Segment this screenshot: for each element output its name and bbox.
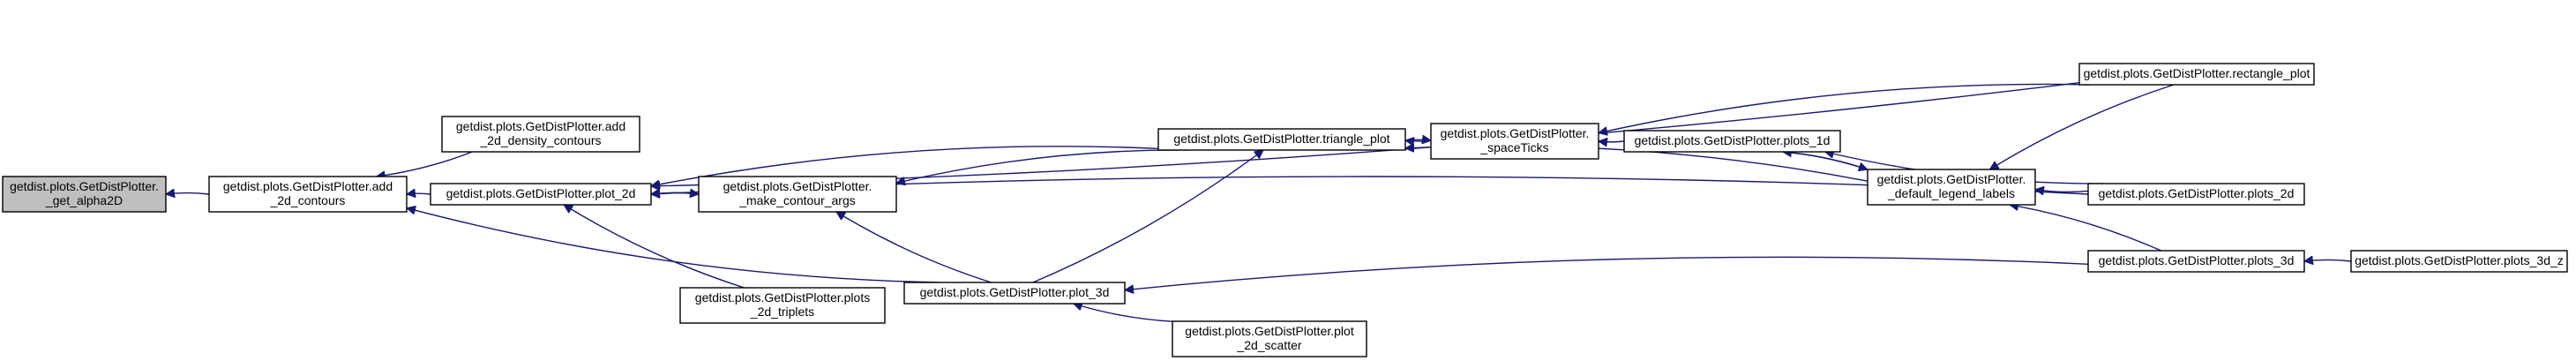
call-edge — [1404, 139, 1431, 140]
function-node[interactable]: getdist.plots.GetDistPlotter.plot_2d_sca… — [1172, 320, 1367, 357]
function-label: _2d_contours — [270, 193, 346, 207]
function-label: _2d_scatter — [1236, 338, 1301, 352]
call-edge — [836, 211, 992, 283]
function-label: getdist.plots.GetDistPlotter.plots — [695, 290, 870, 305]
call-edge — [650, 192, 699, 194]
function-label: getdist.plots.GetDistPlotter.plots_2d — [2099, 186, 2295, 200]
function-node[interactable]: getdist.plots.GetDistPlotter.plots_2d — [2087, 183, 2305, 206]
function-label: getdist.plots.GetDistPlotter. — [1441, 126, 1590, 140]
function-node[interactable]: getdist.plots.GetDistPlotter._spaceTicks — [1430, 123, 1599, 160]
function-node[interactable]: getdist.plots.GetDistPlotter.plots_2d_tr… — [679, 287, 886, 324]
function-box — [441, 116, 640, 153]
function-box — [1430, 123, 1599, 160]
function-node[interactable]: getdist.plots.GetDistPlotter.triangle_pl… — [1157, 128, 1406, 151]
call-edge — [896, 149, 1188, 183]
function-box — [208, 176, 408, 213]
call-edge — [377, 151, 473, 177]
function-node[interactable]: getdist.plots.GetDistPlotter.plots_1d — [1623, 130, 1841, 153]
function-label: getdist.plots.GetDistPlotter.plots_1d — [1635, 133, 1831, 147]
call-edge — [1032, 150, 1263, 283]
call-edge — [651, 146, 1159, 186]
function-box — [1867, 169, 2036, 206]
function-node: getdist.plots.GetDistPlotter._get_alpha2… — [2, 176, 167, 213]
call-edge — [166, 193, 210, 194]
function-label: _make_contour_args — [738, 193, 856, 207]
call-edge — [1599, 83, 2089, 132]
function-node[interactable]: getdist.plots.GetDistPlotter.plot_2d — [430, 183, 652, 206]
function-label: getdist.plots.GetDistPlotter.add — [456, 119, 625, 133]
function-label: _get_alpha2D — [45, 193, 123, 207]
edges-layer — [166, 81, 2352, 322]
function-label: getdist.plots.GetDistPlotter.plot — [1185, 324, 1354, 338]
nodes-layer: getdist.plots.GetDistPlotter._get_alpha2… — [2, 63, 2568, 357]
call-edge — [1599, 141, 1625, 142]
function-box — [903, 282, 1126, 305]
function-label: getdist.plots.GetDistPlotter.rectangle_p… — [2084, 66, 2310, 80]
call-edge — [1783, 152, 1868, 170]
function-box — [1172, 320, 1367, 357]
function-node[interactable]: getdist.plots.GetDistPlotter.add_2d_cont… — [208, 176, 408, 213]
function-label: getdist.plots.GetDistPlotter.plots_3d — [2099, 253, 2295, 267]
function-label: _2d_density_contours — [480, 133, 602, 147]
call-edge — [1782, 151, 1868, 169]
function-label: getdist.plots.GetDistPlotter.plot_2d — [446, 186, 636, 200]
function-label: _default_legend_labels — [1887, 186, 2015, 200]
current-function-box — [2, 176, 167, 213]
call-edge — [407, 208, 940, 283]
function-box — [430, 183, 652, 206]
function-label: getdist.plots.GetDistPlotter.add — [223, 179, 393, 193]
function-label: _2d_triplets — [750, 305, 814, 319]
call-edge — [1989, 84, 2175, 170]
call-edge — [1125, 256, 2089, 290]
function-label: getdist.plots.GetDistPlotter. — [1877, 172, 2026, 186]
function-box — [2078, 63, 2315, 86]
function-box — [1623, 130, 1841, 153]
call-edge — [1074, 304, 1173, 322]
function-label: _spaceTicks — [1479, 140, 1548, 154]
function-label: getdist.plots.GetDistPlotter. — [10, 179, 159, 193]
function-node[interactable]: getdist.plots.GetDistPlotter.rectangle_p… — [2078, 63, 2315, 86]
function-node[interactable]: getdist.plots.GetDistPlotter.add_2d_dens… — [441, 116, 640, 153]
call-edge — [2010, 205, 2162, 252]
function-label: getdist.plots.GetDistPlotter.plots_3d_z — [2355, 253, 2564, 267]
function-label: getdist.plots.GetDistPlotter.plot_3d — [920, 285, 1110, 299]
function-node[interactable]: getdist.plots.GetDistPlotter._make_conto… — [698, 176, 897, 213]
function-node[interactable]: getdist.plots.GetDistPlotter.plots_3d — [2087, 250, 2305, 273]
function-node[interactable]: getdist.plots.GetDistPlotter._default_le… — [1867, 169, 2036, 206]
function-box — [2350, 250, 2568, 273]
function-box — [2087, 183, 2305, 206]
function-node[interactable]: getdist.plots.GetDistPlotter.plot_3d — [903, 282, 1126, 305]
function-label: getdist.plots.GetDistPlotter. — [723, 179, 872, 193]
function-box — [679, 287, 886, 324]
call-edge — [2035, 190, 2089, 192]
call-edge — [564, 204, 745, 289]
function-box — [1157, 128, 1406, 151]
call-edge — [2304, 259, 2352, 261]
function-node[interactable]: getdist.plots.GetDistPlotter.plots_3d_z — [2350, 250, 2568, 273]
function-box — [2087, 250, 2305, 273]
function-label: getdist.plots.GetDistPlotter.triangle_pl… — [1173, 132, 1389, 146]
function-box — [698, 176, 897, 213]
call-edge — [407, 193, 431, 194]
